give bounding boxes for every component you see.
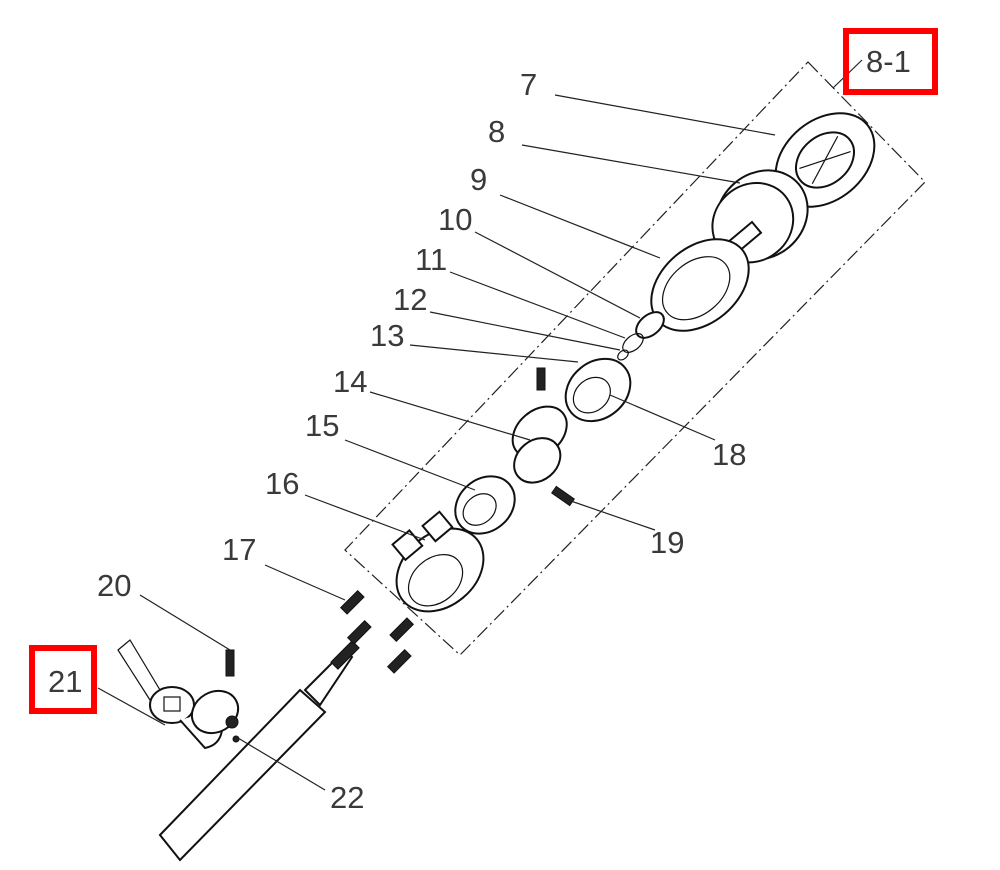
part-18-collar (564, 357, 632, 423)
callout-9: 9 (470, 162, 487, 197)
callout-12: 12 (393, 282, 427, 317)
part-22-nut (232, 735, 240, 743)
callout-16: 16 (265, 466, 299, 501)
leader-lines (97, 59, 863, 791)
part-16-clamp (391, 510, 485, 613)
part-12-washer (617, 349, 629, 361)
callout-14: 14 (333, 364, 367, 399)
callout-19: 19 (650, 525, 684, 560)
part-14-gear-hub (511, 405, 568, 484)
callout-17: 17 (222, 532, 256, 567)
assembly-boundary (344, 61, 926, 656)
part-21-bracket (117, 639, 240, 750)
callout-11: 11 (415, 242, 447, 277)
part-20-screw (225, 649, 235, 677)
part-19-screw (550, 485, 576, 507)
callout-21: 21 (48, 664, 82, 699)
shaft (158, 640, 360, 862)
part-17-screws (339, 589, 415, 674)
callout-10: 10 (438, 202, 472, 237)
callout-15: 15 (305, 408, 339, 443)
callout-8: 8 (488, 114, 505, 149)
highlight-box-21 (29, 645, 97, 714)
callout-13: 13 (370, 318, 404, 353)
callout-22: 22 (330, 780, 364, 815)
callout-18: 18 (712, 437, 746, 472)
callout-7: 7 (520, 67, 537, 102)
part-7-cover (774, 112, 876, 208)
part-13-screw (536, 367, 546, 391)
part-15-collar (454, 475, 516, 535)
callout-20: 20 (97, 568, 131, 603)
callout-8-1: 8-1 (866, 44, 911, 79)
highlight-box-8-1 (843, 28, 938, 95)
part-10-bearing (635, 311, 665, 339)
